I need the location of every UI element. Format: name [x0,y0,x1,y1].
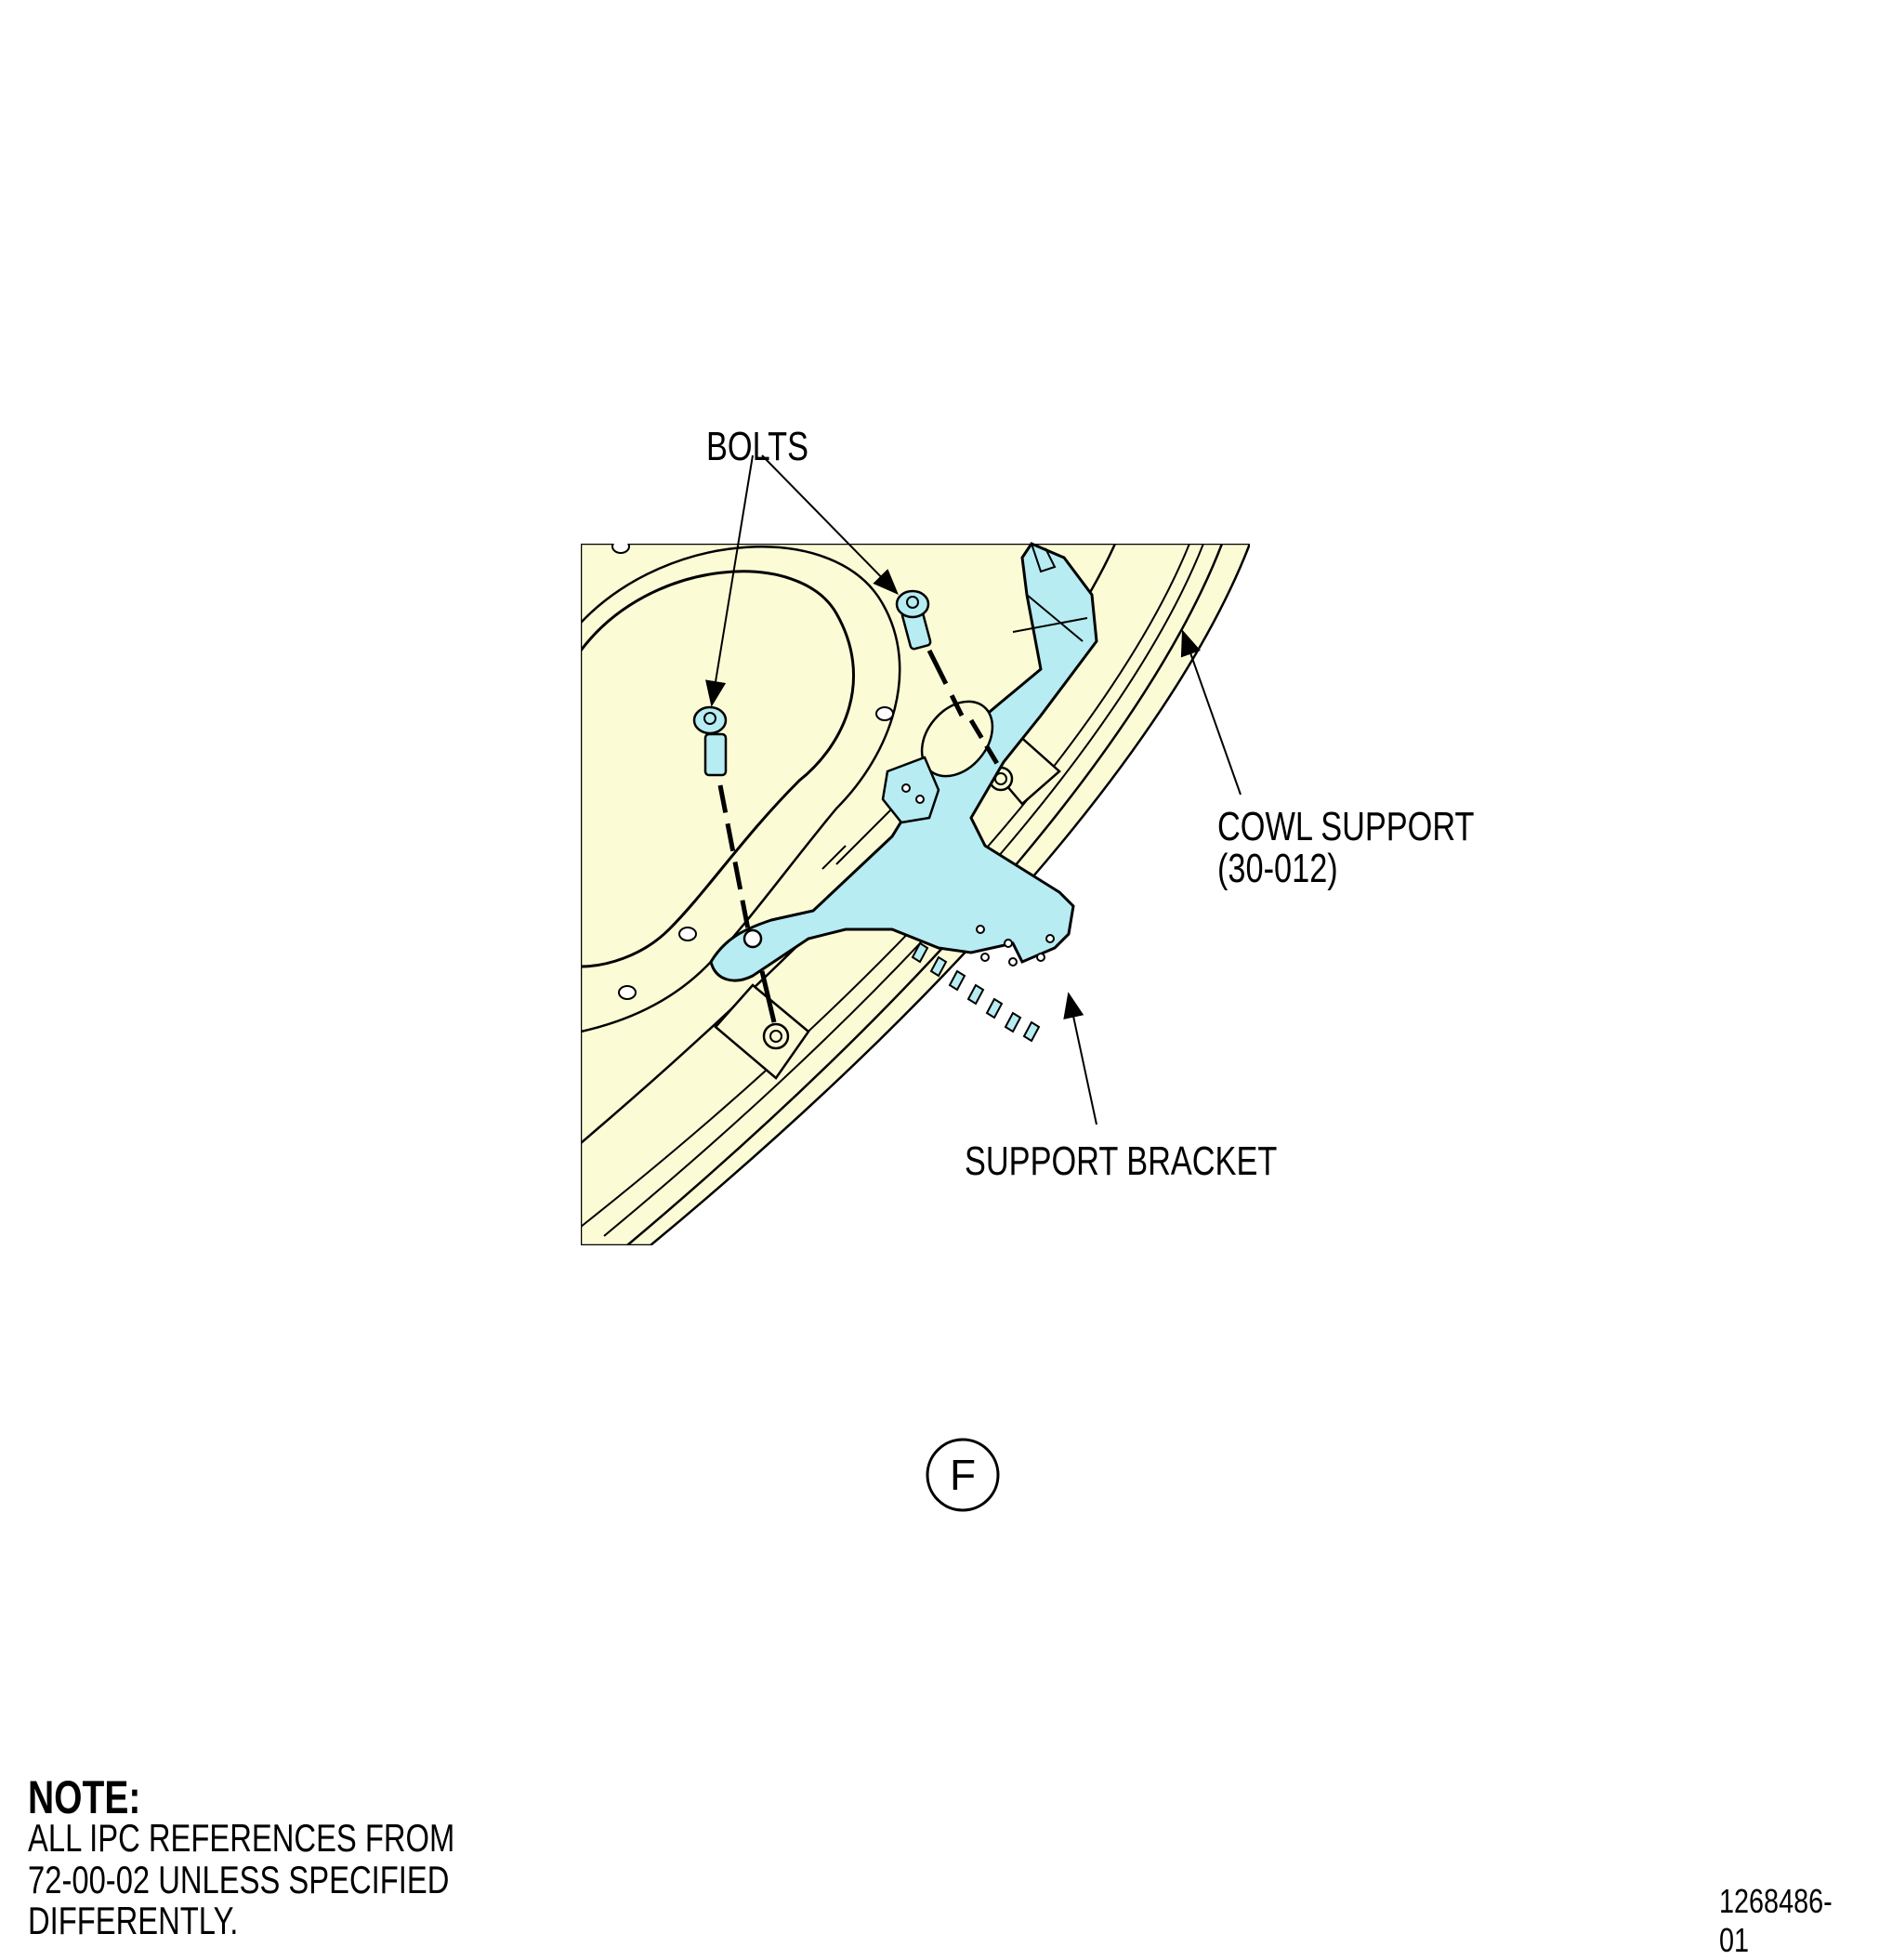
support-bracket [709,542,1098,1043]
view-circle [926,1438,1000,1512]
figure-id: 1268486-01 [1719,1882,1833,1959]
bolts-label: BOLTS [706,424,808,469]
view-letter: F [949,1451,977,1499]
note-line-1: ALL IPC REFERENCES FROM [28,1816,455,1860]
cowl-support-label: COWL SUPPORT [1217,804,1475,849]
note-line-3: DIFFERENTLY. [28,1899,239,1942]
install-lines [717,649,1002,1023]
leader-lines [705,454,1242,1125]
note-title: NOTE: [28,1771,141,1823]
support-bracket-label: SUPPORT BRACKET [965,1138,1278,1184]
note-line-2: 72-00-02 UNLESS SPECIFIED [28,1858,450,1901]
cowl-support-ref-label: (30-012) [1217,846,1338,891]
bolt-upper [895,589,932,651]
bolt-lower [692,705,728,777]
